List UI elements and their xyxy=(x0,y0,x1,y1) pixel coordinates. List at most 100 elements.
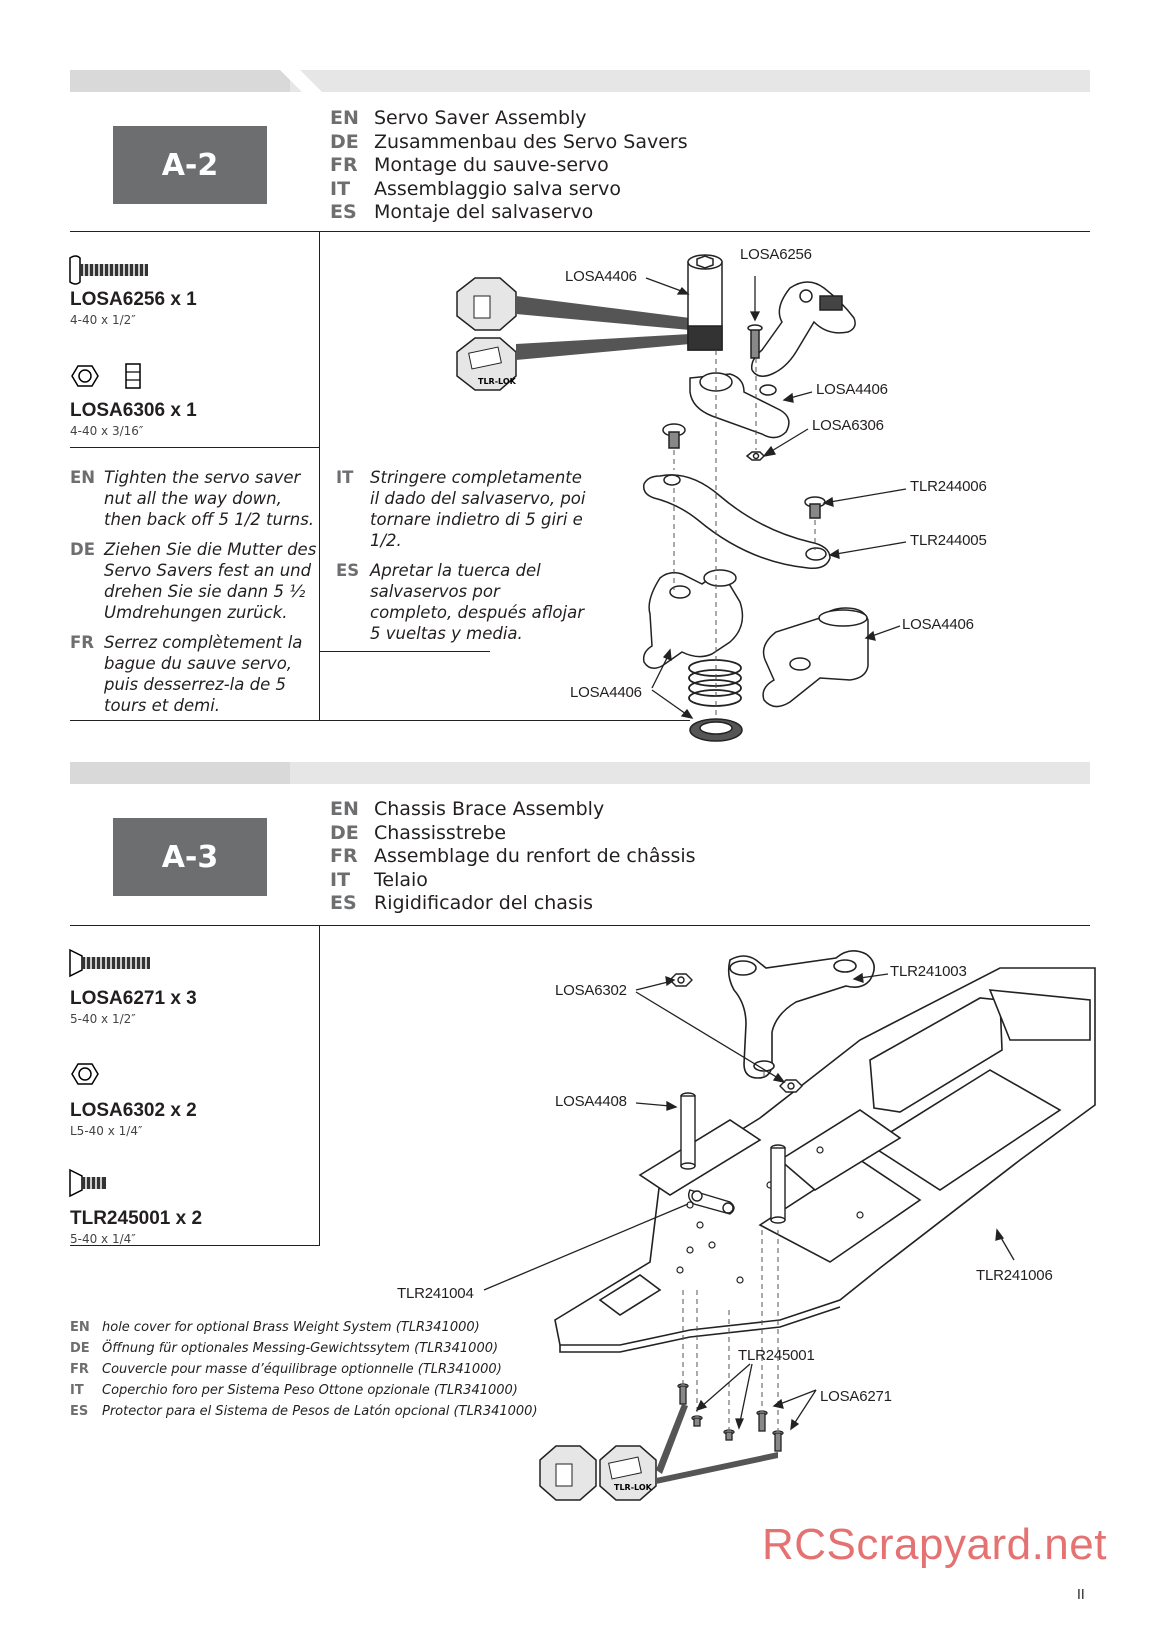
lang-code: FR xyxy=(330,845,358,867)
screw xyxy=(747,324,763,359)
lang-code: FR xyxy=(330,154,358,176)
title-text: Montage du sauve-servo xyxy=(374,154,609,176)
lang-code: DE xyxy=(70,1341,90,1356)
lang-code: IT xyxy=(330,868,351,891)
bellcrank-left xyxy=(642,569,744,669)
note-text: hole cover for optional Brass Weight Sys… xyxy=(102,1320,480,1335)
note-text: Couvercle pour masse d’équilibrage optio… xyxy=(102,1362,502,1377)
note-fr: FR Serrez complètement la bague du sauve… xyxy=(70,632,320,716)
leader-lines xyxy=(645,276,907,719)
lang-code: IT xyxy=(336,468,354,487)
thread-lock-icon xyxy=(456,277,690,331)
note-text: Apretar la tuerca del salvaservos por co… xyxy=(370,561,584,643)
step-titles-a3: EN Chassis Brace Assembly DE Chassisstrebe… xyxy=(330,798,696,916)
part-size: L5-40 x 1/4″ xyxy=(70,1124,143,1138)
title-text: Assemblaggio salva servo xyxy=(374,177,622,200)
part-name: LOSA6271 x 3 xyxy=(70,988,197,1009)
divider xyxy=(70,720,690,721)
page-number: II xyxy=(1077,1588,1085,1603)
hole-cover xyxy=(687,1189,735,1215)
bellcrank-right xyxy=(762,607,869,708)
note-it: IT Stringere completamente il dado del s… xyxy=(336,467,586,551)
label-losa6302: LOSA6302 xyxy=(555,982,627,999)
lang-code: EN xyxy=(70,468,96,487)
label-tlr244005: TLR244005 xyxy=(910,532,987,549)
header-bar-accent xyxy=(70,70,290,92)
tlr-lok-label: TLR-LOK xyxy=(614,1483,653,1492)
lang-code: IT xyxy=(330,177,351,200)
part-size: 4-40 x 3/16″ xyxy=(70,424,144,438)
section-header-bar-a2 xyxy=(70,70,1090,92)
title-text: Rigidificador del chasis xyxy=(374,892,594,914)
lang-code: DE xyxy=(330,130,359,153)
note-text: Tighten the servo saver nut all the way … xyxy=(104,468,315,529)
note-text: Ziehen Sie die Mutter des Servo Savers f… xyxy=(104,540,317,622)
part-name: LOSA6256 x 1 xyxy=(70,289,197,310)
lang-code: DE xyxy=(70,540,95,559)
servo-saver-tube xyxy=(687,254,723,351)
label-losa4406: LOSA4406 xyxy=(570,684,642,701)
title-text: Zusammenbau des Servo Savers xyxy=(374,130,688,153)
divider xyxy=(320,651,490,652)
post xyxy=(770,1144,786,1224)
watermark: RCScrapyard.net xyxy=(762,1520,1107,1569)
note-es: ES Apretar la tuerca del salvaservos por… xyxy=(336,560,586,644)
flat-head-screw-icon xyxy=(69,948,150,978)
part-name: LOSA6306 x 1 xyxy=(70,400,197,421)
lang-code: IT xyxy=(70,1383,84,1398)
flat-head-screw-icon xyxy=(69,1168,106,1198)
title-text: Servo Saver Assembly xyxy=(374,107,587,129)
part-size: 5-40 x 1/4″ xyxy=(70,1232,136,1246)
step-badge-a3: A-3 xyxy=(113,818,267,896)
note-text: Öffnung für optionales Messing-Gewichtss… xyxy=(102,1341,499,1356)
note-text: Protector para el Sistema de Pesos de La… xyxy=(102,1404,538,1419)
lang-code: EN xyxy=(330,798,359,820)
title-text: Chassisstrebe xyxy=(374,821,507,844)
screw xyxy=(662,423,686,449)
nut xyxy=(779,1079,803,1093)
lang-code: ES xyxy=(336,561,360,580)
title-text: Chassis Brace Assembly xyxy=(374,798,605,820)
nut xyxy=(745,451,766,461)
label-losa4406: LOSA4406 xyxy=(816,381,888,398)
header-bar-accent xyxy=(70,762,290,784)
note-text: Stringere completamente il dado del salv… xyxy=(370,468,586,550)
lang-code: EN xyxy=(330,107,359,129)
label-losa4406: LOSA4406 xyxy=(565,268,637,285)
part-size: 5-40 x 1/2″ xyxy=(70,1012,136,1026)
title-text: Montaje del salvaservo xyxy=(374,201,594,223)
label-tlr241003: TLR241003 xyxy=(890,963,967,980)
note-en: EN Tighten the servo saver nut all the w… xyxy=(70,467,320,530)
ring xyxy=(689,718,743,742)
label-tlr245001: TLR245001 xyxy=(738,1347,815,1364)
tlr-lok-icon xyxy=(599,1404,778,1501)
lang-code: ES xyxy=(330,201,357,223)
label-tlr244006: TLR244006 xyxy=(910,478,987,495)
lang-code: FR xyxy=(70,633,94,652)
nut xyxy=(669,973,693,987)
divider xyxy=(70,1245,320,1246)
lang-code: ES xyxy=(70,1404,89,1419)
label-tlr241006: TLR241006 xyxy=(976,1267,1053,1284)
drag-link xyxy=(642,474,831,570)
label-losa6271: LOSA6271 xyxy=(820,1388,892,1405)
post xyxy=(680,1092,696,1170)
part-name: TLR245001 x 2 xyxy=(70,1208,203,1229)
button-head-screw-icon xyxy=(69,255,148,285)
part-name: LOSA6302 x 2 xyxy=(70,1100,197,1121)
chassis-brace xyxy=(727,950,875,1079)
note-text: Serrez complètement la bague du sauve se… xyxy=(104,633,303,715)
label-losa4406: LOSA4406 xyxy=(902,616,974,633)
locknut-icon xyxy=(71,363,141,389)
spring xyxy=(688,659,742,707)
lang-code: ES xyxy=(330,892,357,914)
column-divider xyxy=(319,925,320,1245)
label-losa6306: LOSA6306 xyxy=(812,417,884,434)
title-text: Assemblage du renfort de châssis xyxy=(374,845,696,867)
screw xyxy=(677,1383,784,1452)
lang-code: DE xyxy=(330,821,359,844)
